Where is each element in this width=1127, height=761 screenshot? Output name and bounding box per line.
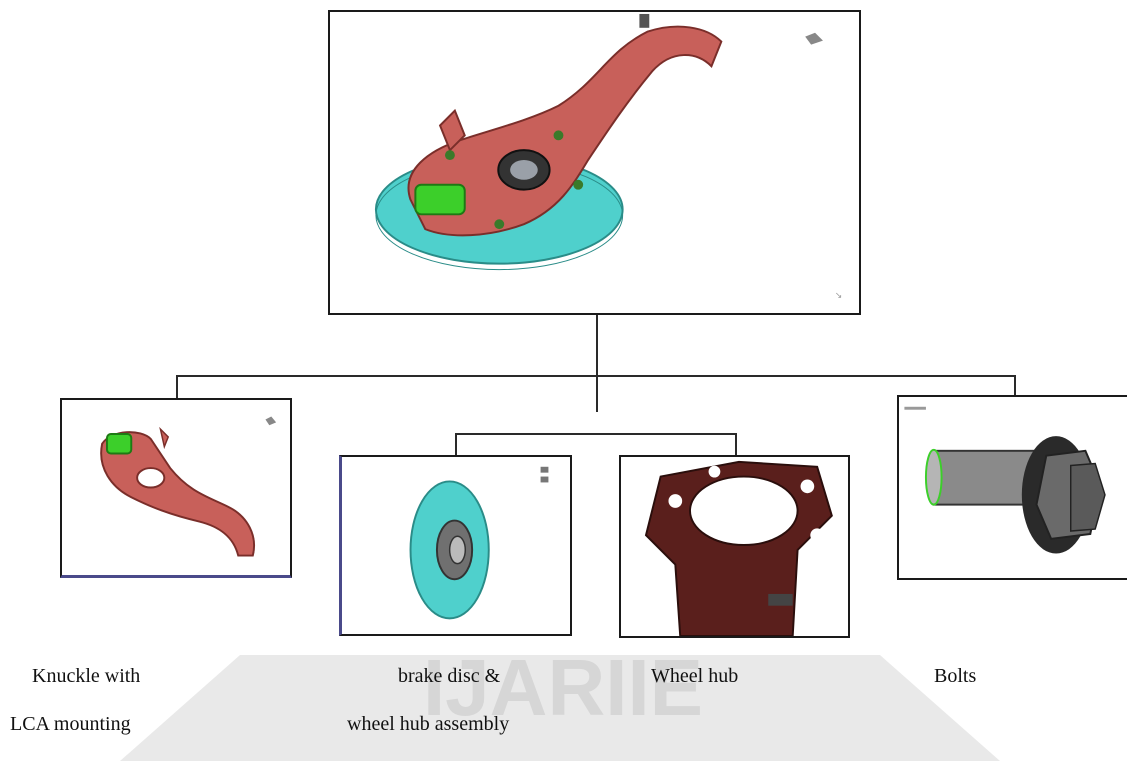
caption-wheel-hub: Wheel hub xyxy=(651,665,738,688)
connector-bolts-drop xyxy=(1014,375,1016,395)
bolt-illustration xyxy=(899,397,1127,578)
knuckle-image xyxy=(60,398,292,578)
caption-knuckle-line2: LCA mounting xyxy=(10,713,131,736)
main-assembly-image: ↘ xyxy=(328,10,861,315)
caption-brake-line2: wheel hub assembly xyxy=(347,713,509,736)
connector-brake-drop xyxy=(455,433,457,455)
connector-knuckle-drop xyxy=(176,375,178,399)
caption-brake-line1: brake disc & xyxy=(398,665,500,688)
svg-text:↘: ↘ xyxy=(835,290,842,300)
caption-bolts: Bolts xyxy=(934,665,976,688)
caption-knuckle-line1: Knuckle with xyxy=(32,665,140,688)
bolts-image xyxy=(897,395,1127,580)
connector-hub-drop xyxy=(735,433,737,455)
connector-horizontal-top xyxy=(176,375,1016,377)
brake-disc-image xyxy=(339,455,572,636)
brake-disc-illustration xyxy=(342,457,570,634)
connector-horizontal-mid xyxy=(455,433,737,435)
knuckle-illustration xyxy=(62,400,290,575)
wheel-hub-image xyxy=(619,455,850,638)
watermark: IJARIIE xyxy=(0,645,1127,761)
wheel-hub-illustration xyxy=(621,457,848,636)
assembly-illustration: ↘ xyxy=(330,12,859,313)
connector-main-vertical xyxy=(596,314,598,412)
